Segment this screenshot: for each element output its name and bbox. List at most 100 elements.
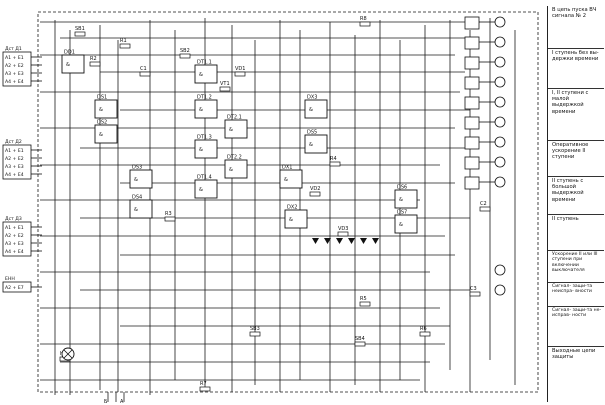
gate-label: DT2.1 — [227, 115, 242, 121]
diode-icon — [372, 238, 379, 244]
legend-entry: В цепь пуска ВЧ сигнала № 2 — [552, 7, 597, 20]
input-pin-label: А3 + Е3 — [5, 164, 24, 170]
component-label: R8 — [360, 16, 367, 22]
gate-label: DS6 — [397, 185, 407, 191]
logic-gate: DT1.2 & — [194, 95, 218, 119]
gate-label: DT1.3 — [197, 135, 212, 141]
logic-gate: DS2 & — [94, 120, 118, 144]
input-pin-label: А1 + Е1 — [5, 55, 24, 61]
gate-label: DS2 — [97, 120, 107, 126]
svg-text:&: & — [199, 72, 203, 78]
component-label: R5 — [360, 296, 367, 302]
component-label: R1 — [120, 38, 127, 44]
svg-text:&: & — [199, 187, 203, 193]
led-indicator-icon — [464, 16, 506, 30]
component-label: VD2 — [310, 186, 320, 192]
svg-text:&: & — [399, 222, 403, 228]
input-pin-label: А3 + Е3 — [5, 241, 24, 247]
led-indicator-icon — [464, 136, 506, 150]
component: R1 — [119, 38, 131, 49]
component-label: R7 — [200, 381, 207, 387]
svg-text:&: & — [134, 207, 138, 213]
svg-text:&: & — [309, 142, 313, 148]
input-block-title: Дст Д1 — [5, 46, 22, 52]
led-indicator-icon — [464, 36, 506, 50]
component-label: SB3 — [250, 326, 260, 332]
led-indicator-icon — [464, 76, 506, 90]
signal-lamp-icon — [494, 284, 506, 296]
legend-entry: Сигнал- защи-та неиспра- вности — [548, 282, 604, 295]
component-label: C2 — [480, 201, 487, 207]
component: C3 — [469, 286, 481, 297]
signal-lamp-icon — [494, 264, 506, 276]
gate-label: DS5 — [307, 130, 317, 136]
input-block-title: Дст Д3 — [5, 216, 22, 222]
gate-label: DT1.2 — [197, 95, 212, 101]
component: SB3 — [249, 326, 261, 337]
logic-gate: DS3 & — [129, 165, 153, 189]
rail-label: А — [120, 399, 124, 405]
gate-label: DS3 — [132, 165, 142, 171]
logic-blocks: DD1&DS1&DS2&DS3&DS4&DT1.1&DT1.2&DT1.3&DT… — [59, 16, 506, 392]
component: VD1 — [234, 66, 245, 77]
gate-label: DT1.4 — [197, 175, 212, 181]
svg-text:&: & — [399, 197, 403, 203]
component-label: SB2 — [180, 48, 190, 54]
gate-label: DT1.1 — [197, 60, 212, 66]
gate-label: DT2.2 — [227, 155, 242, 161]
logic-gate: DT2.2 & — [224, 155, 248, 179]
logic-gate: DS5 & — [304, 130, 328, 154]
svg-text:&: & — [99, 132, 103, 138]
svg-text:&: & — [229, 127, 233, 133]
component: C2 — [479, 201, 491, 212]
logic-gate: DS1& — [94, 95, 118, 119]
diode-icon — [324, 238, 331, 244]
component: R2 — [89, 56, 101, 67]
component: SB4 — [354, 336, 366, 347]
led-indicator-icon — [464, 116, 506, 130]
diode-icon — [360, 238, 367, 244]
input-pin-label: А2 + Е2 — [5, 63, 24, 69]
component-label: R6 — [420, 326, 427, 332]
legend-entry: II ступень с большой выдержкой времени — [548, 176, 604, 203]
legend-entry: Сигнал- защи-та не- исправ- ности — [548, 306, 604, 319]
logic-gate: DS6 & — [394, 185, 418, 209]
logic-gate: DD1& — [61, 50, 85, 74]
svg-text:&: & — [289, 217, 293, 223]
diode-icon — [348, 238, 355, 244]
component: R5 — [359, 296, 371, 307]
led-indicator-icon — [464, 56, 506, 70]
logic-gate: DT1.4 & — [194, 175, 218, 199]
component: SB2 — [179, 48, 191, 59]
svg-text:&: & — [199, 147, 203, 153]
logic-gate: DS4& — [129, 195, 153, 219]
svg-text:&: & — [134, 177, 138, 183]
input-block-title: Дст Д2 — [5, 139, 22, 145]
gate-label: DS7 — [397, 210, 407, 216]
input-pin-label: А4 + Е4 — [5, 79, 24, 85]
component: R3 — [164, 211, 176, 222]
logic-gate: DT1.1 & — [194, 60, 218, 84]
lamp-icon — [61, 347, 75, 361]
svg-text:&: & — [229, 167, 233, 173]
svg-text:&: & — [199, 107, 203, 113]
input-block-title: ЕНН — [5, 276, 15, 282]
input-pin-label: А4 + Е4 — [5, 249, 24, 255]
input-pin-label: А2 + Е2 — [5, 233, 24, 239]
input-pin-label: А1 + Е1 — [5, 148, 24, 154]
svg-text:&: & — [66, 62, 70, 68]
component: R4 — [329, 156, 341, 167]
component-label: VD1 — [235, 66, 245, 72]
input-terminals: Дст Д1 А1 + Е1 А2 + Е2 А3 + Е3 А4 + Е4 Дст Д2… — [2, 46, 42, 293]
component-label: R3 — [165, 211, 172, 217]
component: VT1 — [219, 81, 231, 92]
component: R6 — [419, 326, 431, 337]
component-label: R2 — [90, 56, 97, 62]
component: R8 — [359, 16, 371, 27]
led-indicator-icon — [464, 176, 506, 190]
